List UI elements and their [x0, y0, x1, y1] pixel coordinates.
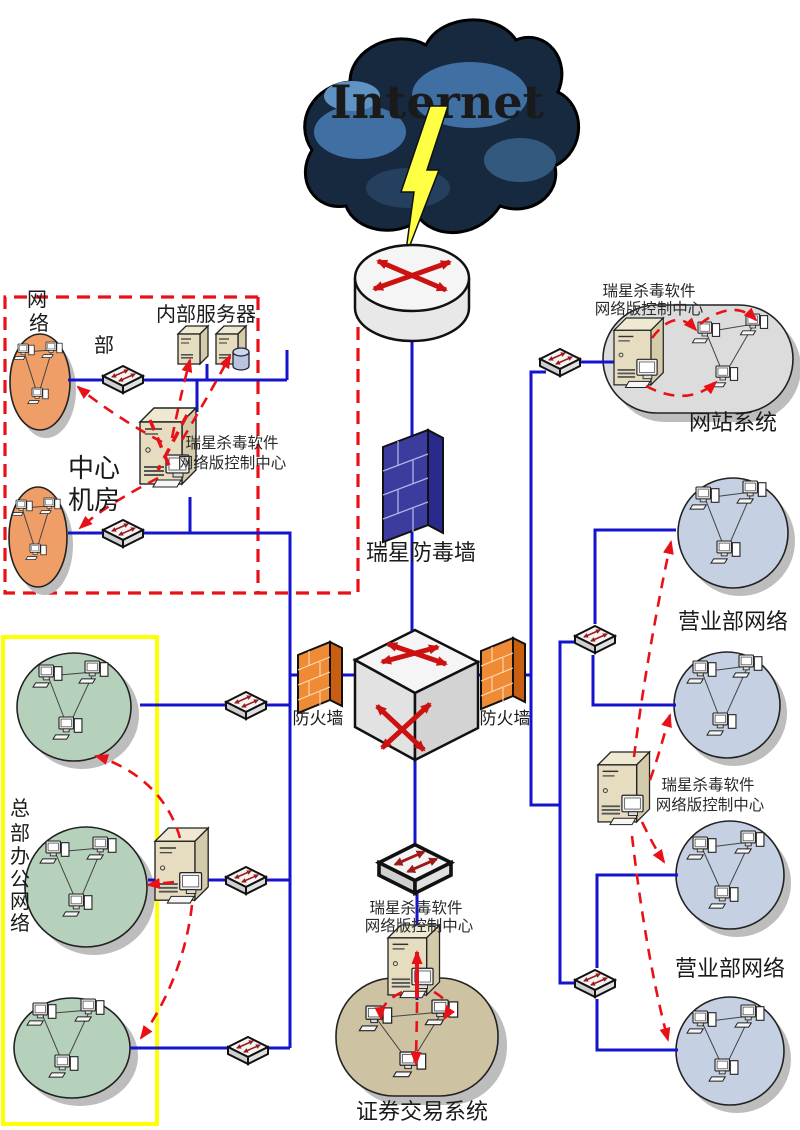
internal-servers-label: 内部服务器: [156, 302, 256, 326]
antivirus-wall-icon: [382, 428, 444, 544]
network-link: [595, 999, 678, 1052]
control-arrow: [374, 990, 403, 1021]
website-system-label: 网站系统: [689, 411, 777, 436]
control-arrows: [76, 307, 758, 1066]
branch-network-label-bottom: 营业部网络: [675, 957, 785, 982]
hq-office-char: 络: [10, 911, 30, 935]
hq-lan-1-ellipse: [16, 652, 132, 762]
control-arrow: [94, 754, 182, 839]
hq-office-char: 总: [10, 796, 30, 820]
antivirus-wall-label: 瑞星防毒墙: [366, 541, 476, 566]
branch-lan-2-circle: [673, 651, 781, 759]
website-server: [613, 317, 664, 389]
branch-network-label-top: 营业部网络: [678, 610, 788, 635]
hq-office-char: 办: [10, 844, 30, 868]
switch-icon: [103, 520, 143, 547]
router-icon: [353, 243, 471, 343]
switch-icon: [226, 867, 266, 894]
control-arrow: [640, 821, 666, 864]
cloud-highlight: [324, 81, 380, 111]
control-arrow: [699, 307, 758, 326]
control-arrow: [78, 476, 159, 530]
hq-office-char: 网: [10, 889, 30, 913]
control-center-server-hq: [154, 827, 209, 904]
switch-icon: [226, 692, 266, 719]
hq-office-char: 公: [10, 867, 30, 891]
cc-label-left-line1: 瑞星杀毒软件: [185, 434, 278, 452]
lightning-icon: [399, 105, 450, 259]
control-center-server-securities: [387, 924, 441, 999]
control-arrow: [648, 713, 672, 781]
internal-server-1: [177, 325, 209, 365]
cc-label-website-line2: 网络版控制中心: [595, 300, 704, 318]
left-zone-outline: [3, 295, 360, 595]
network-dept-ellipse: [9, 333, 71, 431]
control-arrow: [148, 419, 172, 469]
network-dept-char: 网: [27, 287, 47, 311]
core-switch-icon: [352, 628, 481, 763]
cc-label-securities-line2: 网络版控制中心: [365, 917, 474, 935]
cc-label-left-line2: 网络版控制中心: [178, 454, 287, 472]
switch-icon: [228, 1037, 268, 1064]
center-room-label-line1: 中心: [68, 454, 120, 484]
lan-clusters: [11, 313, 769, 1082]
control-arrow: [645, 380, 718, 398]
control-arrow: [433, 990, 456, 1021]
labels: 瑞星防毒墙 防火墙 防火墙 瑞星杀毒软件 网络版控制中心 瑞星杀毒软件 网络版控…: [10, 282, 788, 1125]
network-link: [558, 640, 580, 985]
control-arrow: [170, 358, 193, 439]
center-room-label-line2: 机房: [68, 486, 120, 516]
control-arrow: [410, 1001, 422, 1066]
network-link: [593, 528, 676, 624]
control-center-server-right: [597, 751, 651, 826]
branch-lan-3-circle: [675, 820, 785, 930]
firewall-right-icon: [480, 636, 526, 711]
network-dept-char: 部: [94, 333, 114, 357]
control-arrow: [650, 317, 698, 339]
switch-icon: [575, 970, 615, 997]
database-icon: [232, 347, 250, 371]
cloud-highlight: [314, 105, 406, 159]
switch-icon: [575, 626, 615, 653]
network-link: [591, 655, 676, 707]
switch-icon: [103, 366, 143, 393]
network-dept-char: 络: [29, 311, 49, 335]
cloud-highlight: [484, 138, 556, 182]
control-arrow: [630, 835, 671, 1042]
cc-label-right-line2: 网络版控制中心: [656, 796, 765, 814]
distribution-switch-icon: [379, 845, 451, 894]
control-arrow: [632, 540, 674, 758]
control-arrow: [156, 414, 189, 471]
securities-system-label: 证券交易系统: [356, 1100, 488, 1125]
control-arrow: [139, 904, 194, 1040]
cluster-link-lines: [21, 323, 755, 1072]
cc-label-securities-line1: 瑞星杀毒软件: [369, 899, 462, 917]
network-link: [529, 370, 560, 807]
branch-lan-4-circle: [675, 996, 785, 1106]
control-arrow: [146, 878, 175, 889]
cc-label-website-line1: 瑞星杀毒软件: [602, 282, 695, 300]
left-zone-border: [3, 295, 360, 595]
cc-label-right-line1: 瑞星杀毒软件: [661, 776, 754, 794]
firewall-left-label: 防火墙: [293, 709, 344, 729]
hq-office-char: 部: [10, 821, 30, 845]
network-link: [595, 873, 678, 968]
firewall-left-icon: [297, 640, 343, 715]
control-arrow: [180, 354, 232, 441]
firewall-right-label: 防火墙: [480, 709, 531, 729]
network-link: [68, 531, 292, 1048]
